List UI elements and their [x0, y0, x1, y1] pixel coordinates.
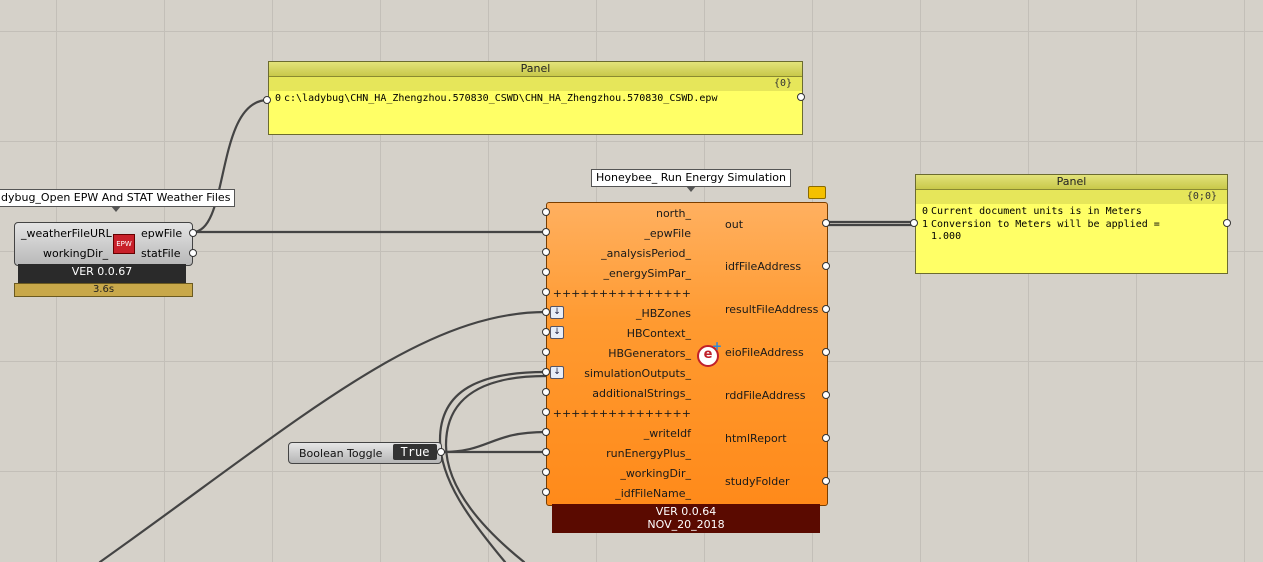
boolean-toggle-value[interactable]: True: [393, 444, 437, 460]
input-hbcontext[interactable]: HBContext_: [626, 327, 691, 340]
honeybee-date: NOV_20_2018: [647, 518, 725, 531]
input-energysimpar[interactable]: _energySimPar_: [603, 267, 691, 280]
output-idffileaddress[interactable]: idfFileAddress: [725, 260, 802, 273]
output-htmlreport[interactable]: htmlReport: [725, 432, 787, 445]
input-epwfile[interactable]: _epwFile: [644, 227, 691, 240]
hb-input-port[interactable]: [542, 408, 550, 416]
honeybee-version: VER 0.0.64: [655, 505, 717, 518]
input-workingdir[interactable]: workingDir_: [43, 247, 109, 260]
wire-simout-1: [438, 370, 548, 442]
panel-units-output-port[interactable]: [1223, 219, 1231, 227]
input-north[interactable]: north_: [655, 207, 691, 220]
hb-output-port[interactable]: [822, 391, 830, 399]
panel-line-text: c:\ladybug\CHN_HA_Zhengzhou.570830_CSWD\…: [284, 93, 718, 104]
flatten-arrow-icon: ↓: [550, 326, 564, 339]
hb-output-port[interactable]: [822, 305, 830, 313]
wire-epw-to-panel: [191, 98, 270, 234]
output-epwfile[interactable]: epwFile: [141, 227, 183, 240]
input-hbgenerators[interactable]: HBGenerators_: [608, 347, 691, 360]
hb-output-port[interactable]: [822, 262, 830, 270]
input-additionalstrings[interactable]: additionalStrings_: [592, 387, 691, 400]
plus-icon: +: [712, 339, 723, 353]
ladybug-logo-icon: EPW: [113, 234, 135, 254]
wire-toggle-writeidf: [440, 430, 548, 454]
hb-input-port[interactable]: [542, 288, 550, 296]
panel-path-label: {0;0}: [916, 190, 1227, 204]
input-simulationoutputs[interactable]: simulationOutputs_: [584, 367, 691, 380]
hb-input-port[interactable]: [542, 448, 550, 456]
input-workingdir[interactable]: _workingDir_: [620, 467, 691, 480]
ladybug-version-bar: VER 0.0.67: [18, 264, 186, 283]
panel-epw-input-port[interactable]: [263, 96, 271, 104]
panel-epw-output-port[interactable]: [797, 93, 805, 101]
output-rddfileaddress[interactable]: rddFileAddress: [725, 389, 806, 402]
hb-input-port[interactable]: [542, 308, 550, 316]
flatten-arrow-icon: ↓: [550, 366, 564, 379]
output-studyfolder[interactable]: studyFolder: [725, 475, 790, 488]
panel-line-index: 0: [274, 93, 281, 104]
input-hbzones[interactable]: _HBZones: [635, 307, 691, 320]
wire-down-1: [438, 438, 507, 562]
flatten-arrow-icon: ↓: [550, 306, 564, 319]
hb-output-port[interactable]: [822, 348, 830, 356]
ladybug-open-epw-component[interactable]: _weatherFileURL workingDir_ epwFile stat…: [14, 222, 193, 266]
energyplus-logo-icon: e: [697, 345, 719, 367]
hb-input-port[interactable]: [542, 468, 550, 476]
hb-output-port[interactable]: [822, 477, 830, 485]
hb-input-port[interactable]: [542, 368, 550, 376]
hb-output-port[interactable]: [822, 219, 830, 227]
hb-input-port[interactable]: [542, 228, 550, 236]
hb-input-port[interactable]: [542, 428, 550, 436]
hb-input-port[interactable]: [542, 328, 550, 336]
boolean-toggle-label: Boolean Toggle: [299, 447, 383, 460]
output-statfile[interactable]: statFile: [141, 247, 181, 260]
hb-input-port[interactable]: [542, 348, 550, 356]
panel-path-label: {0}: [269, 77, 802, 91]
panel-line: 1.000: [916, 231, 1227, 244]
panel-line-index: 0: [921, 206, 928, 217]
wire-down-2: [444, 443, 526, 562]
output-eiofileaddress[interactable]: eioFileAddress: [725, 346, 804, 359]
output-out[interactable]: out: [725, 218, 744, 231]
input-writeidf[interactable]: _writeIdf: [643, 427, 691, 440]
wire-simout-2: [444, 374, 548, 447]
honeybee-run-energy-simulation-component[interactable]: north_ _epwFile _analysisPeriod_ _energy…: [546, 202, 828, 506]
hb-input-port[interactable]: [542, 248, 550, 256]
honeybee-version-bar: VER 0.0.64 NOV_20_2018: [552, 504, 820, 533]
message-balloon-icon[interactable]: [808, 186, 826, 199]
panel-title: Panel: [269, 62, 802, 77]
panel-line-text: Conversion to Meters will be applied =: [931, 218, 1160, 230]
hb-input-port[interactable]: [542, 388, 550, 396]
ladybug-output-port-epw[interactable]: [189, 229, 197, 237]
input-analysisperiod[interactable]: _analysisPeriod_: [601, 247, 691, 260]
input-weatherfileurl[interactable]: _weatherFileURL: [21, 227, 112, 240]
panel-units-input-port[interactable]: [910, 219, 918, 227]
boolean-toggle[interactable]: Boolean Toggle True: [288, 442, 442, 464]
input-separator: +++++++++++++++: [552, 287, 691, 300]
panel-line-text: Current document units is in Meters: [931, 206, 1142, 217]
hb-input-port[interactable]: [542, 208, 550, 216]
ladybug-component-title: dybug_Open EPW And STAT Weather Files: [0, 189, 236, 212]
input-separator: +++++++++++++++: [552, 407, 691, 420]
output-resultfileaddress[interactable]: resultFileAddress: [725, 303, 819, 316]
boolean-toggle-output-port[interactable]: [437, 448, 445, 456]
input-idffilename[interactable]: _idfFileName_: [615, 487, 691, 500]
panel-line-index: 1: [921, 218, 928, 230]
panel-line-text: 1.000: [931, 231, 962, 242]
honeybee-component-title: Honeybee_ Run Energy Simulation: [591, 169, 791, 192]
ladybug-output-port-stat[interactable]: [189, 249, 197, 257]
hb-input-port[interactable]: [542, 268, 550, 276]
wire-hbzones: [98, 310, 548, 562]
hb-input-port[interactable]: [542, 488, 550, 496]
hb-output-port[interactable]: [822, 434, 830, 442]
input-runenergyplus[interactable]: runEnergyPlus_: [606, 447, 691, 460]
panel-title: Panel: [916, 175, 1227, 190]
ladybug-runtime: 3.6s: [14, 283, 193, 297]
